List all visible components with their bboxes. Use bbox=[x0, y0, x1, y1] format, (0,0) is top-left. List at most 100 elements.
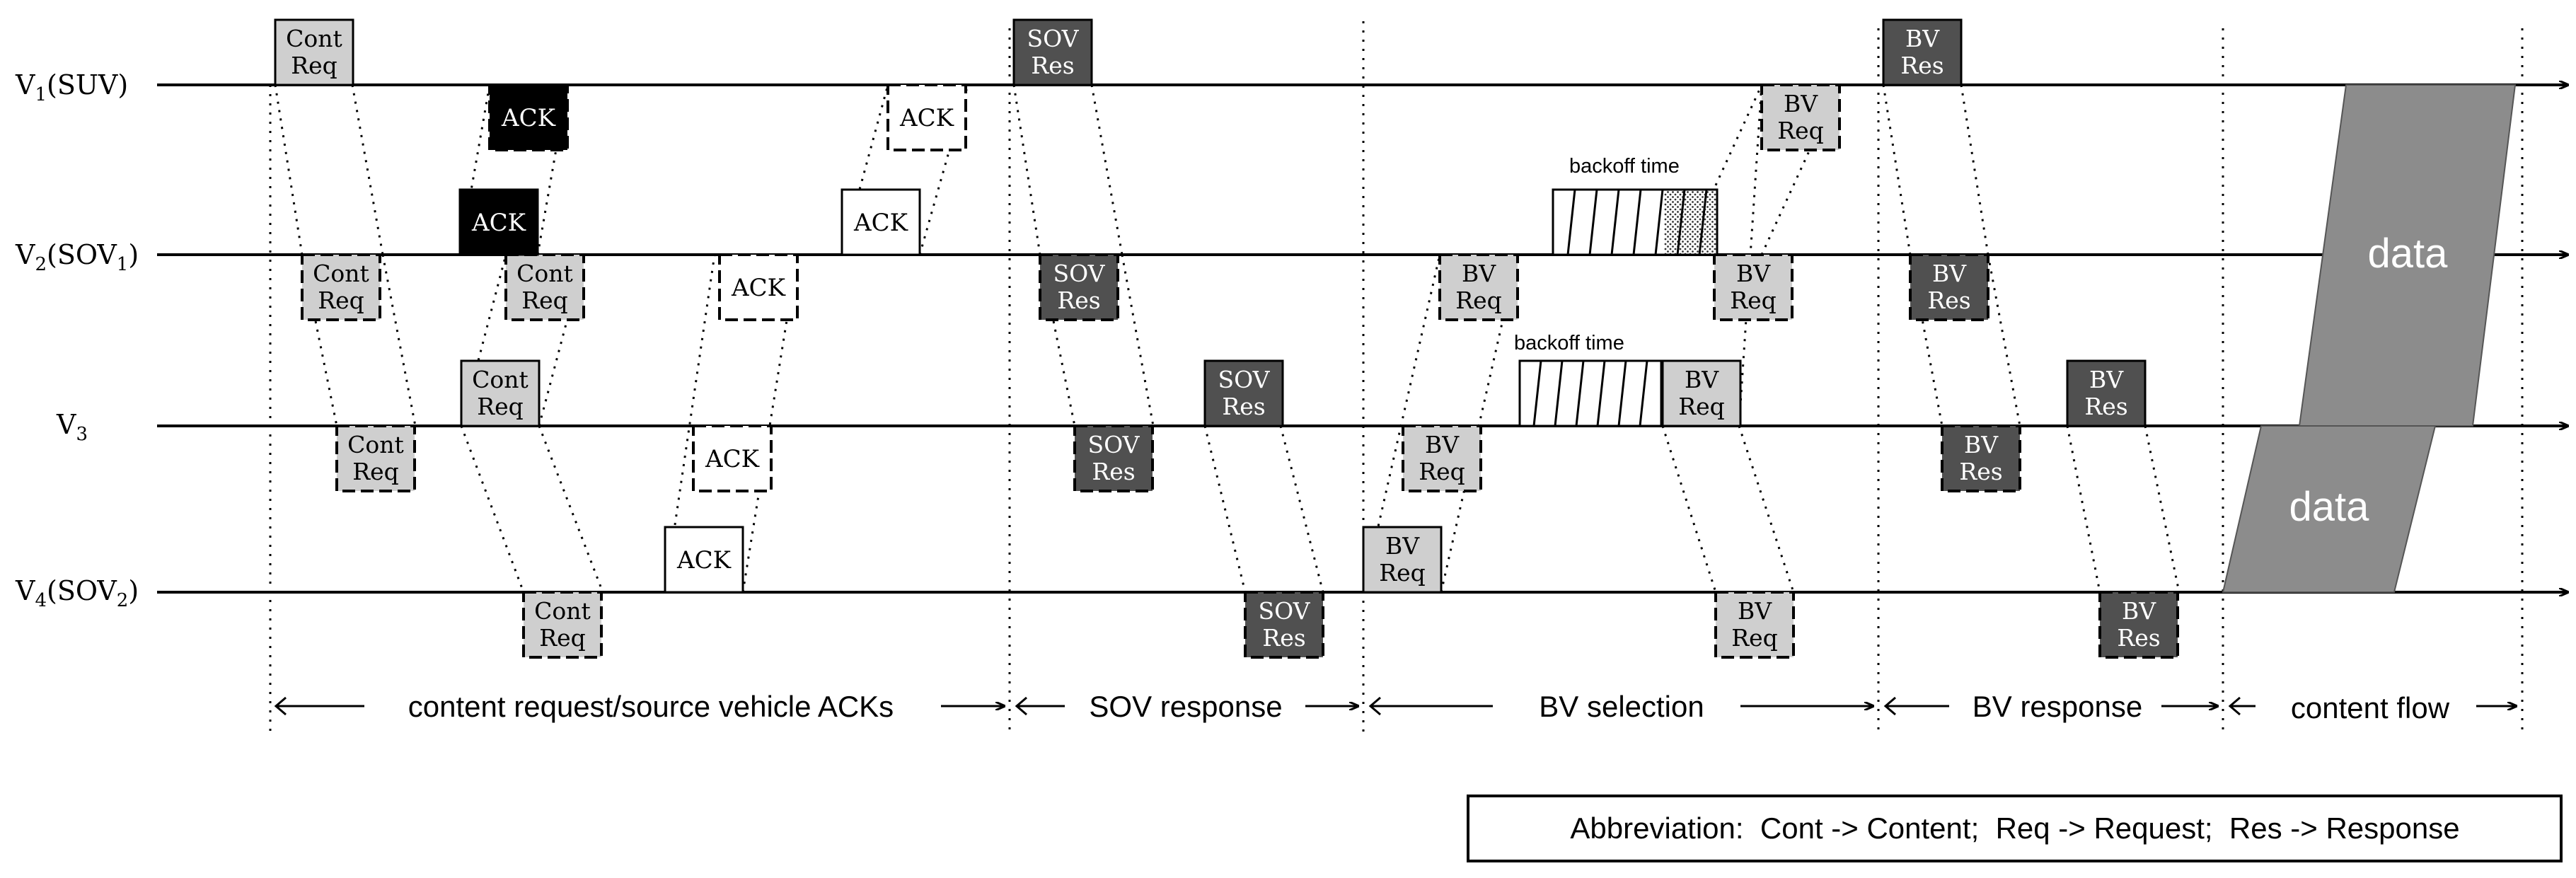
msg-text: BV bbox=[1964, 431, 1999, 458]
msg-text: ACK bbox=[705, 445, 760, 473]
msg-text: Res bbox=[1031, 52, 1074, 79]
msg-text: Res bbox=[1092, 458, 1135, 485]
phase-label-bv-response: BV response bbox=[1973, 690, 2142, 723]
phase-label-sov-response: SOV response bbox=[1089, 690, 1282, 723]
msg-text: BV bbox=[1425, 431, 1460, 458]
msg-text: BV bbox=[1385, 532, 1420, 560]
msg-ack-v3-rx: ACK bbox=[692, 424, 773, 492]
vehicle-labels: V1(SUV) V2(SOV1) V3 V4(SOV2) bbox=[15, 69, 139, 611]
msg-text: Cont bbox=[313, 260, 369, 287]
msg-text: Res bbox=[1927, 287, 1970, 314]
phase-label-content-flow: content flow bbox=[2291, 691, 2450, 724]
propagation-lines bbox=[274, 84, 2181, 593]
msg-text: ACK bbox=[501, 104, 556, 132]
backoff-v3: backoff time bbox=[1514, 332, 1663, 427]
msg-text: Cont bbox=[347, 431, 404, 458]
msg-text: Req bbox=[291, 52, 337, 79]
msg-text: SOV bbox=[1088, 431, 1140, 458]
msg-text: BV bbox=[2122, 597, 2156, 625]
vehicle-label-v3: V3 bbox=[56, 409, 88, 445]
msg-text: Res bbox=[2117, 624, 2160, 652]
msg-text: Req bbox=[521, 287, 568, 314]
phase-label-bv-selection: BV selection bbox=[1539, 690, 1704, 723]
data-block-v3-v4 bbox=[2222, 425, 2437, 593]
msg-text: Req bbox=[539, 624, 586, 652]
msg-text: BV bbox=[1736, 260, 1771, 287]
msg-text: ACK bbox=[731, 274, 786, 302]
msg-text: BV bbox=[1932, 260, 1967, 287]
msg-text: ACK bbox=[899, 104, 954, 132]
vehicle-label-v1: V1(SUV) bbox=[15, 69, 128, 105]
abbreviation-legend: Abbreviation: Cont -> Content; Req -> Re… bbox=[1467, 795, 2563, 862]
msg-text: BV bbox=[1738, 597, 1772, 625]
msg-text: Res bbox=[1057, 287, 1100, 314]
phase-separators bbox=[269, 21, 2524, 736]
msg-text: Req bbox=[352, 458, 399, 485]
msg-text: BV bbox=[1784, 90, 1818, 117]
data-label-upper: data bbox=[2368, 231, 2449, 277]
msg-text: ACK bbox=[676, 546, 732, 574]
msg-text: Cont bbox=[534, 597, 591, 625]
msg-text: Req bbox=[477, 393, 524, 420]
msg-text: Res bbox=[1959, 458, 2002, 485]
abbreviation-text: Abbreviation: Cont -> Content; Req -> Re… bbox=[1570, 811, 2459, 845]
backoff-label-v3: backoff time bbox=[1514, 332, 1624, 354]
data-label-lower: data bbox=[2289, 484, 2370, 530]
msg-text: ACK bbox=[471, 209, 526, 237]
msg-text: Cont bbox=[516, 260, 573, 287]
data-flow: data data bbox=[2222, 84, 2517, 593]
msg-text: Res bbox=[1900, 52, 1943, 79]
vehicle-label-v2: V2(SOV1) bbox=[15, 239, 139, 275]
msg-ack-v2-black: ACK bbox=[458, 188, 539, 256]
msg-text: Req bbox=[1455, 287, 1502, 314]
msg-text: SOV bbox=[1218, 366, 1271, 393]
msg-text: BV bbox=[1685, 366, 1719, 393]
phase-labels: content request/source vehicle ACKs SOV … bbox=[408, 690, 2450, 724]
msg-text: SOV bbox=[1259, 597, 1311, 625]
msg-text: BV bbox=[1462, 260, 1496, 287]
msg-text: Req bbox=[1678, 393, 1725, 420]
msg-text: Req bbox=[318, 287, 364, 314]
msg-text: BV bbox=[2089, 366, 2124, 393]
msg-text: Req bbox=[1379, 559, 1426, 587]
phase-brackets bbox=[274, 696, 2517, 716]
backoff-v2: backoff time bbox=[1552, 155, 1719, 256]
phase-label-content-request: content request/source vehicle ACKs bbox=[408, 690, 894, 723]
msg-text: Res bbox=[2084, 393, 2127, 420]
msg-text: SOV bbox=[1027, 25, 1080, 52]
msg-text: BV bbox=[1905, 25, 1940, 52]
backoff-label-v2: backoff time bbox=[1569, 155, 1680, 178]
message-boxes: ContReqContReqContReqContReqContReqContR… bbox=[274, 18, 2179, 659]
msg-ack-v2-rx: ACK bbox=[718, 253, 799, 321]
msg-text: ACK bbox=[853, 209, 908, 237]
vehicle-label-v4: V4(SOV2) bbox=[15, 575, 139, 611]
msg-text: Req bbox=[1419, 458, 1465, 485]
msg-text: Req bbox=[1731, 624, 1778, 652]
msg-text: SOV bbox=[1053, 260, 1106, 287]
msg-text: Cont bbox=[286, 25, 342, 52]
